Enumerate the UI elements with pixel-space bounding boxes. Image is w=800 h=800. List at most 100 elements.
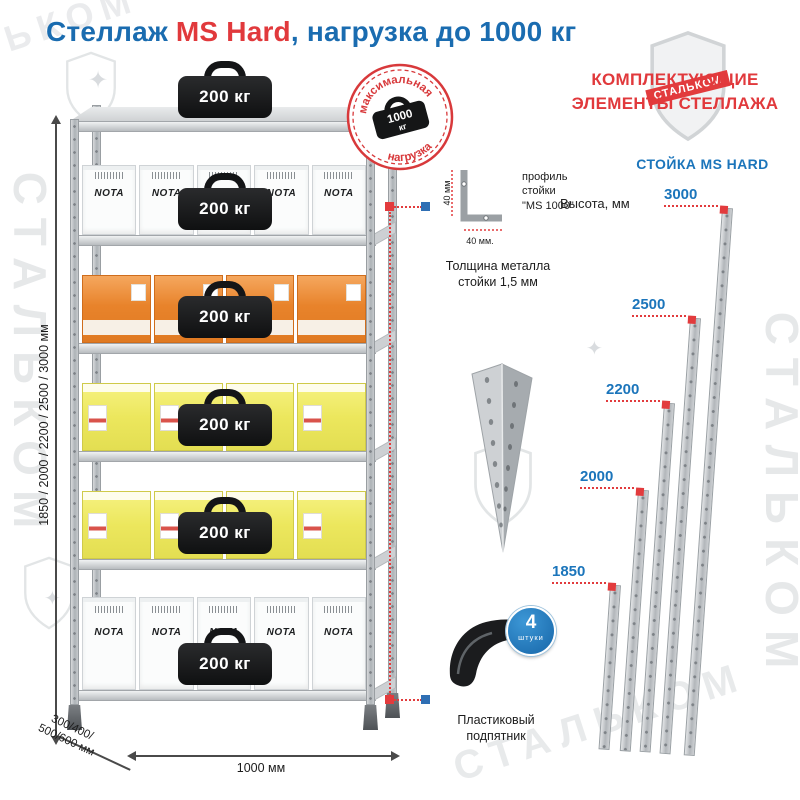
weight-handle-icon: [204, 389, 246, 406]
weight-handle-icon: [204, 61, 246, 78]
shelf-load-value: 200 кг: [178, 296, 272, 338]
components-heading: КОМПЛЕКТУЮЩИЕ ЭЛЕМЕНТЫ СТЕЛЛАЖА: [552, 68, 798, 116]
pack-yellow: [82, 383, 151, 451]
sparkle-icon: ✦: [586, 338, 603, 360]
box-brand-label: NOTA: [324, 187, 354, 199]
profile-label: профиль стойки "MS 1000": [522, 170, 574, 213]
shelf-load-value: 200 кг: [178, 643, 272, 685]
stand-height-label-2200: 2200: [606, 381, 660, 402]
profile-dim-vertical: 40 мм: [442, 180, 452, 206]
stand-height-label-2000: 2000: [580, 468, 634, 489]
shelf-load-value: 200 кг: [178, 76, 272, 118]
shelf-load-value: 200 кг: [178, 404, 272, 446]
shelf-board: [70, 559, 376, 570]
box-brand-label: NOTA: [94, 627, 124, 639]
stand-height-label-2500: 2500: [632, 296, 686, 317]
thickness-caption: Толщина металла стойки 1,5 мм: [430, 258, 566, 291]
stand-title: СТОЙКА MS HARD: [636, 156, 769, 172]
shelf-load-weight: 200 кг: [178, 628, 272, 685]
weight-handle-icon: [204, 281, 246, 298]
post-top-marker: [607, 582, 617, 592]
box-nota: NOTA: [311, 597, 367, 690]
title-part2: , нагрузка до 1000 кг: [290, 16, 577, 47]
pack-yellow: [297, 491, 366, 559]
badge-weight-unit: кг: [398, 121, 409, 133]
shelf-load-weight: 200 кг: [178, 61, 272, 118]
post-top-marker: [635, 487, 645, 497]
post-top-marker: [719, 205, 729, 215]
box-brand-label: NOTA: [151, 187, 182, 199]
foot-caption-line1: Пластиковый: [457, 713, 535, 727]
thickness-line1: Толщина металла: [445, 259, 551, 273]
shelf-load-weight: 200 кг: [178, 497, 272, 554]
stand-height-label-3000: 3000: [664, 186, 718, 207]
shelf-board: [70, 121, 376, 132]
box-nota: NOTA: [311, 165, 367, 235]
width-dimension-line: [131, 755, 391, 757]
rack-post-front-right: [366, 119, 375, 705]
profile-angle-icon: [451, 170, 502, 231]
foot-caption-line2: подпятник: [466, 729, 526, 744]
title-part1: Стеллаж: [46, 16, 176, 47]
box-nota: NOTA: [82, 597, 137, 690]
arrow-up-icon: [51, 110, 61, 124]
quantity-word: штуки: [518, 633, 544, 642]
highlight-dotted-line: [389, 212, 391, 696]
sparkle-icon: ✦: [88, 67, 109, 94]
height-caption: Высота, мм: [560, 196, 630, 211]
shelf-board: [70, 451, 376, 462]
shelf-board: [70, 343, 376, 354]
arrow-left-icon: [122, 751, 136, 761]
connector-square-blue: [421, 695, 430, 704]
shelf-load-value: 200 кг: [178, 512, 272, 554]
rack-foot: [67, 705, 82, 730]
profile-label-line3: "MS 1000": [522, 199, 574, 212]
arrow-down-icon: [51, 736, 61, 750]
max-load-badge: максимальная нагрузка 1000 кг: [346, 63, 454, 171]
watermark-text: СТАЛЬКОМ: [756, 311, 800, 683]
components-heading-line2: ЭЛЕМЕНТЫ СТЕЛЛАЖА: [571, 93, 779, 113]
quantity-badge: 4 штуки: [506, 606, 556, 656]
box-brand-label: NOTA: [324, 627, 354, 639]
pack-yellow: [297, 383, 366, 451]
connector-dotted-line: [394, 206, 422, 208]
height-dimension-line: [55, 120, 57, 736]
shelf-board: [70, 690, 376, 701]
profile-label-line1: профиль: [522, 171, 568, 183]
title-highlight: MS Hard: [175, 16, 291, 47]
box-brand-label: NOTA: [151, 627, 182, 639]
stand-height-label-1850: 1850: [552, 563, 606, 584]
rack-illustration: NOTA NOTA NOTA NOTA NOTA N: [67, 61, 410, 745]
box-brand-label: NOTA: [94, 187, 124, 199]
rack-foot: [363, 705, 378, 730]
arrow-right-icon: [391, 751, 405, 761]
weight-handle-icon: [204, 173, 246, 190]
shelf-board: [70, 235, 376, 246]
pack-yellow: [82, 491, 151, 559]
box-brand-label: NOTA: [266, 627, 297, 639]
shelf-load-weight: 200 кг: [178, 173, 272, 230]
box-nota: NOTA: [82, 165, 137, 235]
weight-handle-icon: [204, 497, 246, 514]
width-dimension-label: 1000 мм: [236, 761, 286, 775]
rack-post-front-left: [70, 119, 79, 705]
height-dimension-label: 1850 / 2000 / 2200 / 2500 / 3000 мм: [37, 324, 51, 526]
plastic-foot-caption: Пластиковый подпятник: [428, 712, 564, 745]
quantity-number: 4: [525, 612, 537, 633]
profile-label-line2: стойки: [522, 185, 556, 198]
post-top-marker: [687, 315, 697, 325]
page-title: Стеллаж MS Hard, нагрузка до 1000 кг: [46, 16, 576, 48]
thickness-line2: стойки 1,5 мм: [458, 275, 538, 290]
connector-square-red: [385, 695, 394, 704]
components-heading-line1: КОМПЛЕКТУЮЩИЕ: [591, 70, 759, 89]
connector-square-blue: [421, 202, 430, 211]
box-orange: [82, 275, 151, 343]
shelf-load-weight: 200 кг: [178, 281, 272, 338]
connector-dotted-line: [394, 699, 422, 701]
weight-handle-icon: [204, 628, 246, 645]
shelf-load-value: 200 кг: [178, 188, 272, 230]
profile-dim-horizontal: 40 мм.: [466, 236, 494, 246]
profile-diagram: 40 мм 40 мм. профиль стойки "MS 1000": [438, 160, 603, 265]
shelf-load-weight: 200 кг: [178, 389, 272, 446]
